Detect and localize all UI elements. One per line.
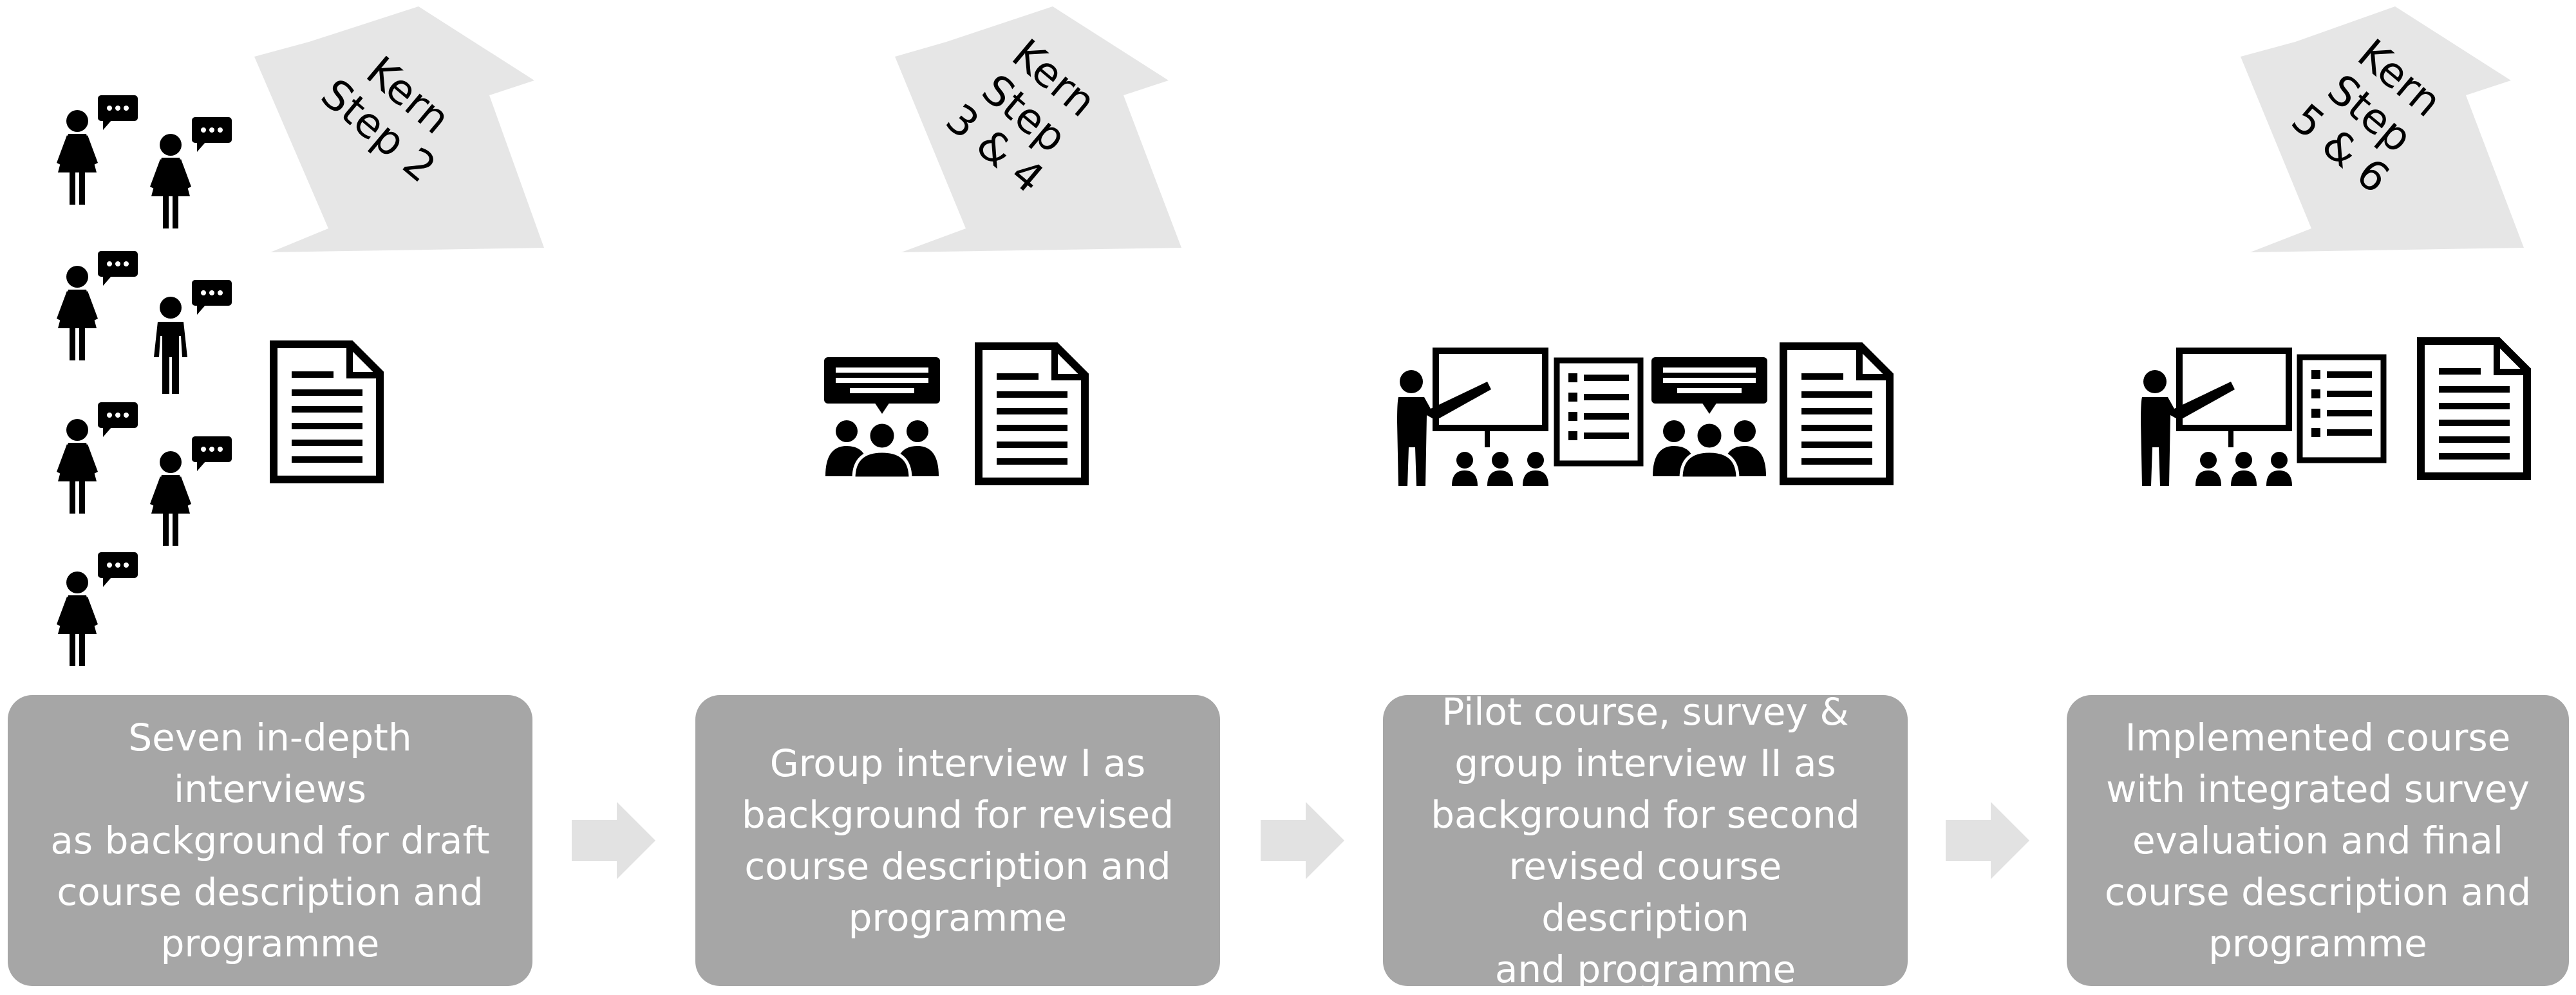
interviewees-group — [57, 95, 232, 666]
woman-icon — [150, 451, 191, 546]
group-discussion-icon — [824, 357, 940, 478]
stage-2-text: Group interview I as background for revi… — [741, 741, 1174, 940]
teacher-presentation-icon — [2141, 351, 2292, 486]
kern-step-2-arrow — [254, 6, 544, 252]
stage-2-box: Group interview I as background for revi… — [695, 695, 1220, 986]
speech-bubble-icon — [98, 552, 138, 587]
speech-bubble-icon — [98, 402, 138, 437]
speech-bubble-icon — [192, 436, 232, 471]
woman-icon — [150, 134, 191, 228]
flow-arrow-2 — [1261, 802, 1344, 879]
woman-icon — [57, 110, 98, 205]
speech-bubble-icon — [192, 280, 232, 315]
stage-3-box: Pilot course, survey & group interview I… — [1383, 690, 1908, 991]
speech-bubble-icon — [192, 117, 232, 152]
flow-arrow-1 — [572, 802, 655, 879]
survey-checklist-icon — [2300, 357, 2383, 460]
woman-icon — [57, 266, 98, 360]
speech-bubble-icon — [98, 95, 138, 130]
teacher-presentation-icon — [1397, 351, 1548, 486]
man-icon — [154, 297, 187, 394]
stage-3-text: Pilot course, survey & group interview I… — [1431, 689, 1860, 992]
stage-1-box: Seven in-depth interviews as background … — [8, 695, 532, 986]
kern-step-5-6-arrow — [2241, 6, 2524, 252]
kern-step-3-4-arrow — [895, 6, 1181, 252]
document-icon — [1783, 346, 1890, 481]
survey-checklist-icon — [1557, 360, 1641, 463]
document-icon — [274, 344, 380, 479]
woman-icon — [57, 419, 98, 514]
flow-arrow-3 — [1946, 802, 2029, 879]
stage-4-box: Implemented course with integrated surve… — [2067, 695, 2569, 986]
stage-4-text: Implemented course with integrated surve… — [2104, 715, 2532, 966]
stage-1-text: Seven in-depth interviews as background … — [50, 715, 490, 966]
document-icon — [979, 346, 1085, 481]
group-discussion-icon — [1651, 357, 1767, 478]
document-icon — [2421, 341, 2527, 476]
speech-bubble-icon — [98, 251, 138, 286]
woman-icon — [57, 572, 98, 666]
